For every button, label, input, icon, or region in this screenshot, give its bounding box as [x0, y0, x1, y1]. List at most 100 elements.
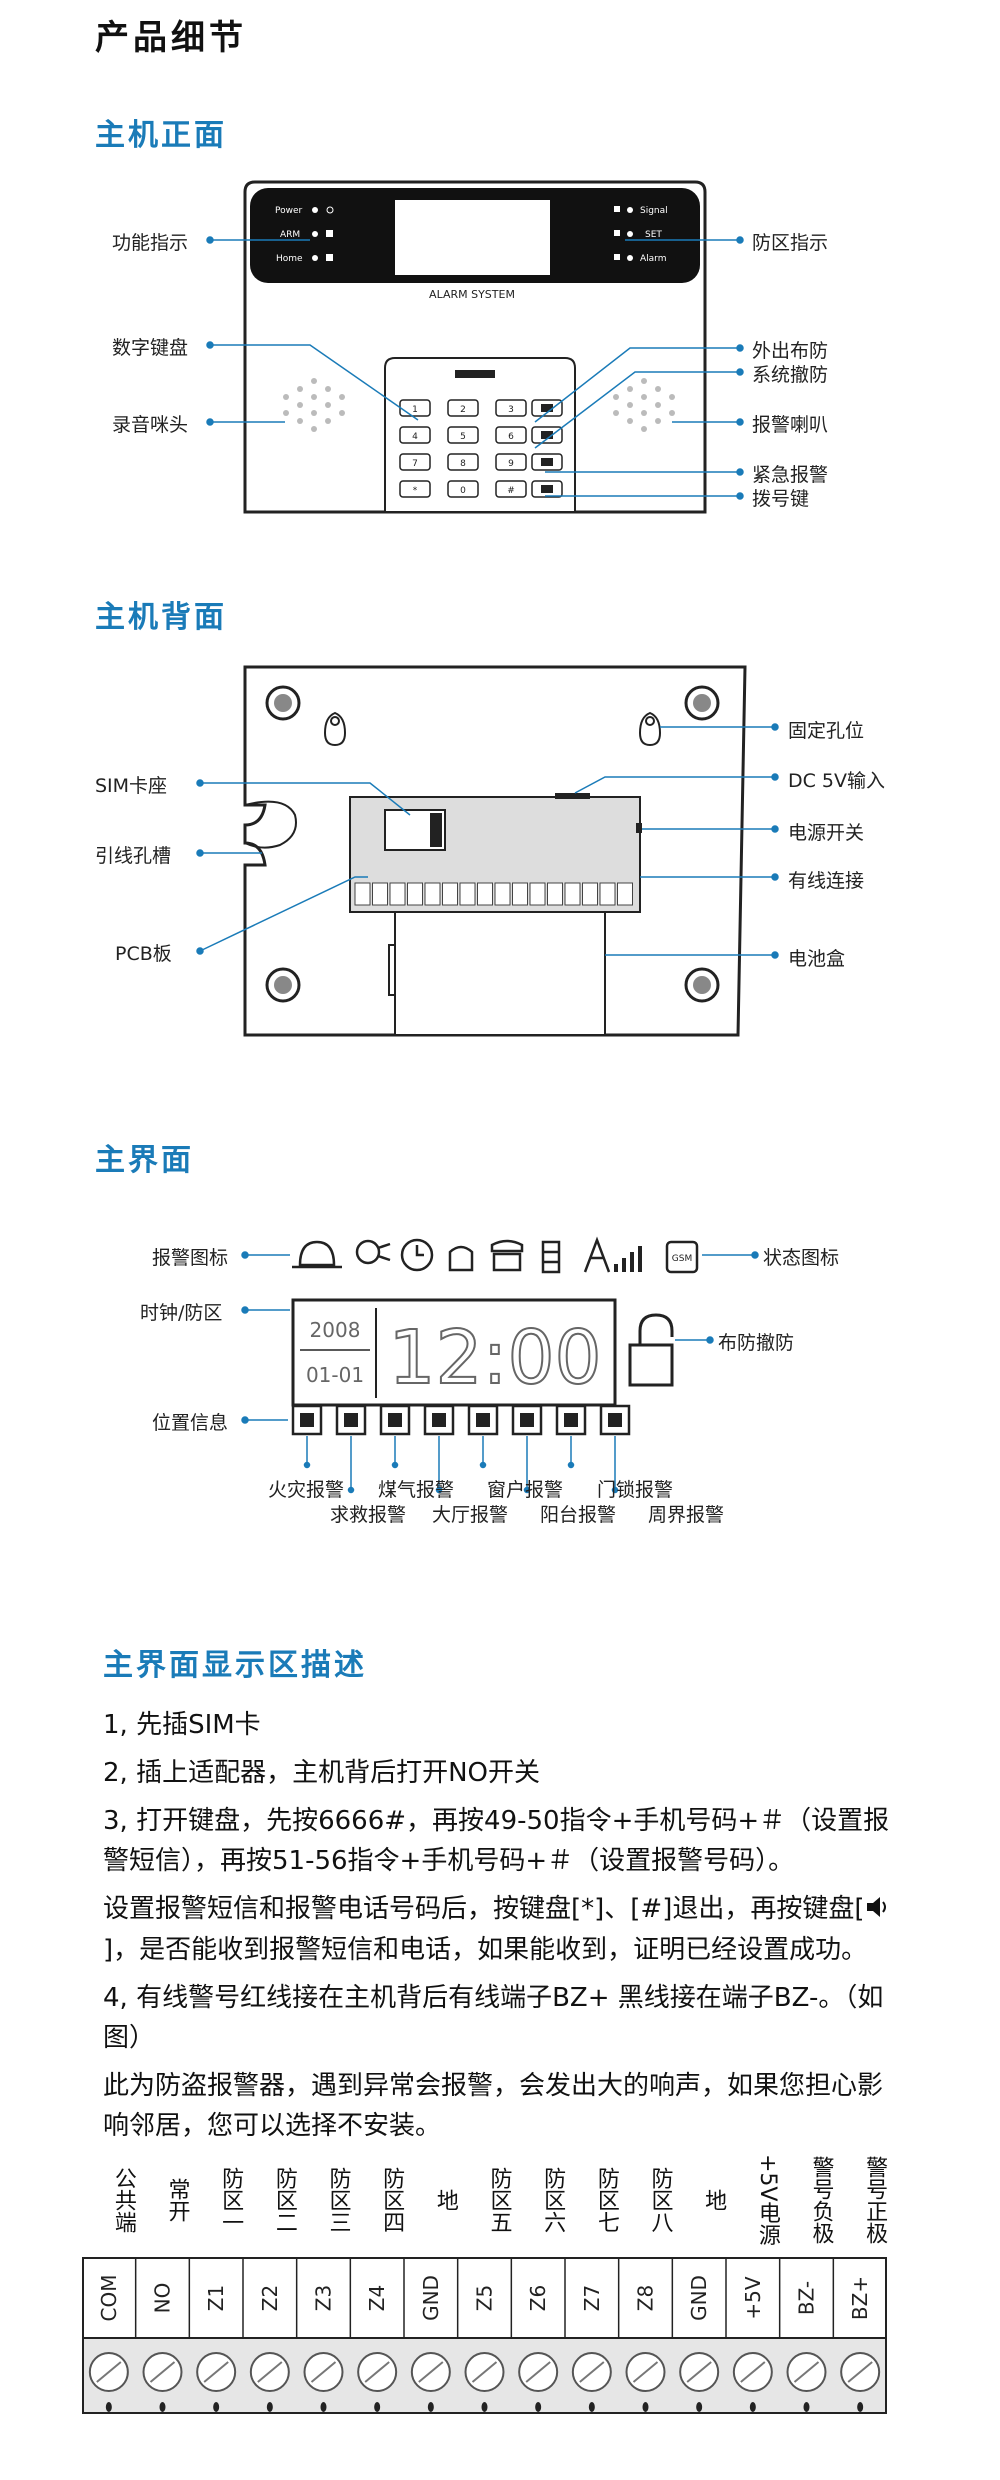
keypad-key[interactable]: [495, 399, 527, 417]
pcb-terminal: [547, 882, 563, 906]
lcd-status-icons: [292, 1236, 699, 1274]
zone-icon-glyph: [344, 1413, 358, 1427]
front-lcd-window: [395, 200, 550, 275]
zone-icon: [599, 1404, 631, 1436]
label-dc: DC 5V输入: [788, 770, 886, 792]
keypad-key[interactable]: [447, 426, 479, 444]
keypad-key-label: 2: [460, 405, 466, 415]
voice-icon: [355, 1239, 381, 1265]
terminal-top-label: 防区七: [593, 2167, 619, 2233]
terminal-code: Z3: [312, 2285, 336, 2311]
pcb-terminal: [407, 882, 423, 906]
label-speaker: 报警喇叭: [752, 414, 829, 436]
front-speaker-grille: [613, 378, 675, 432]
back-fix-holes: [323, 711, 662, 747]
keypad-key[interactable]: [495, 426, 527, 444]
gsm-text: GSM: [672, 1254, 692, 1264]
gsm-icon: [665, 1240, 699, 1274]
label-keypad: 数字键盘: [112, 337, 189, 359]
zone-icon-glyph: [564, 1413, 578, 1427]
keypad-key[interactable]: [447, 399, 479, 417]
terminal-code: Z7: [580, 2285, 604, 2311]
section-heading-ui: 主界面: [95, 1143, 194, 1178]
function-key-icon: [541, 404, 553, 412]
terminal-top-label: 地: [701, 2189, 727, 2211]
phone-icon: [490, 1239, 524, 1272]
keypad-key[interactable]: [447, 480, 479, 498]
terminal-top-label: 公共端: [110, 2167, 136, 2233]
zone-icon-glyph: [520, 1413, 534, 1427]
terminal-top-label: 防区二: [271, 2167, 297, 2233]
desc-step-1: 1, 先插SIM卡: [103, 1710, 261, 1740]
zone-icon-glyph: [300, 1413, 314, 1427]
front-keypad-area: [384, 357, 576, 513]
pcb-terminal: [372, 882, 388, 906]
terminal-code: GND: [687, 2275, 711, 2321]
keypad-key[interactable]: [399, 453, 431, 471]
terminal-code: +5V: [741, 2276, 765, 2319]
keypad-key[interactable]: [447, 453, 479, 471]
label-zone-help: 求救报警: [330, 1504, 407, 1526]
back-battery-box: [394, 911, 606, 1036]
label-status-icon: 状态图标: [763, 1247, 840, 1269]
front-panel-diagram: ALARM SYSTEM Power ARM Home Signal SET A…: [206, 180, 744, 514]
zone-icon-glyph: [608, 1413, 622, 1427]
pcb-terminal: [494, 882, 511, 906]
pcb-terminal: [512, 882, 528, 906]
terminal-code: BZ-: [795, 2281, 819, 2315]
pcb-terminal: [442, 882, 458, 906]
label-pcb: PCB板: [115, 943, 172, 965]
lcd-ui-diagram: GSM 2008 01-01 12:00: [241, 1236, 759, 1494]
keypad-key[interactable]: [495, 480, 527, 498]
terminal-top-label: 防区四: [379, 2167, 405, 2233]
label-sim: SIM卡座: [95, 775, 168, 797]
antenna-icon: [583, 1236, 611, 1273]
padlock-icon: [628, 1313, 674, 1387]
terminal-code: Z6: [526, 2285, 550, 2311]
pcb-terminal: [564, 882, 581, 906]
label-dial-key: 拨号键: [752, 488, 810, 510]
description-text: 1, 先插SIM卡 2, 插上适配器，主机背后打开NO开关 3, 打开键盘，先按…: [103, 1705, 903, 2154]
desc-note-b: ]，是否能收到报警短信和电话，如果能收到，证明已经设置成功。: [103, 1934, 868, 1965]
label-emergency: 紧急报警: [752, 464, 829, 486]
desc-step-3: 3, 打开键盘，先按6666#，再按49-50指令+手机号码+＃（设置报警短信）…: [103, 1806, 890, 1876]
keypad-key-label: *: [413, 486, 418, 496]
lcd-screen: [291, 1298, 617, 1407]
terminal-top-label: 警号负极: [808, 2156, 834, 2244]
pcb-terminal: [599, 882, 616, 906]
lcd-date: 01-01: [306, 1363, 364, 1387]
terminal-top-label: 警号正极: [862, 2156, 888, 2244]
label-clock-zone: 时钟/防区: [140, 1302, 223, 1324]
back-screw-holes: [265, 685, 720, 1003]
section-heading-desc: 主界面显示区描述: [103, 1648, 367, 1683]
keypad-key-label: 0: [460, 486, 466, 496]
terminal-top-label: +5V电源: [754, 2154, 780, 2246]
keypad-key-label: 8: [460, 459, 466, 469]
speaker-icon: [865, 1890, 889, 1930]
keypad-key[interactable]: [399, 426, 431, 444]
terminal-top-label: 防区八: [647, 2167, 673, 2233]
terminal-top-label: 常开: [164, 2178, 190, 2222]
label-zone-fire: 火灾报警: [268, 1479, 345, 1501]
terminal-code: Z8: [634, 2285, 658, 2311]
pcb-terminal: [354, 882, 371, 906]
keypad-key-label: #: [507, 486, 515, 496]
label-out-arm: 外出布防: [752, 340, 829, 362]
label-microphone: 录音咪头: [112, 414, 189, 436]
label-zone-balcony: 阳台报警: [540, 1504, 617, 1526]
keypad-key[interactable]: [399, 480, 431, 498]
indicator-home-text: Home: [276, 254, 303, 264]
terminal-code: Z2: [258, 2285, 282, 2311]
keypad-key[interactable]: [495, 453, 527, 471]
pcb-terminal: [617, 882, 633, 906]
label-position: 位置信息: [152, 1412, 229, 1434]
front-brand-text: ALARM SYSTEM: [429, 288, 515, 301]
desc-note-a: 设置报警短信和报警电话号码后，按键盘[*]、[#]退出，再按键盘[: [103, 1894, 865, 1924]
back-wired-terminals: [354, 882, 633, 906]
battery-icon: [541, 1240, 561, 1274]
keypad-key-label: 9: [508, 459, 514, 469]
desc-warning: 此为防盗报警器，遇到异常会报警，会发出大的响声，如果您担心影响邻居，您可以选择不…: [103, 2070, 884, 2141]
keypad-key-label: 4: [412, 432, 418, 442]
gas-icon: [448, 1245, 474, 1272]
